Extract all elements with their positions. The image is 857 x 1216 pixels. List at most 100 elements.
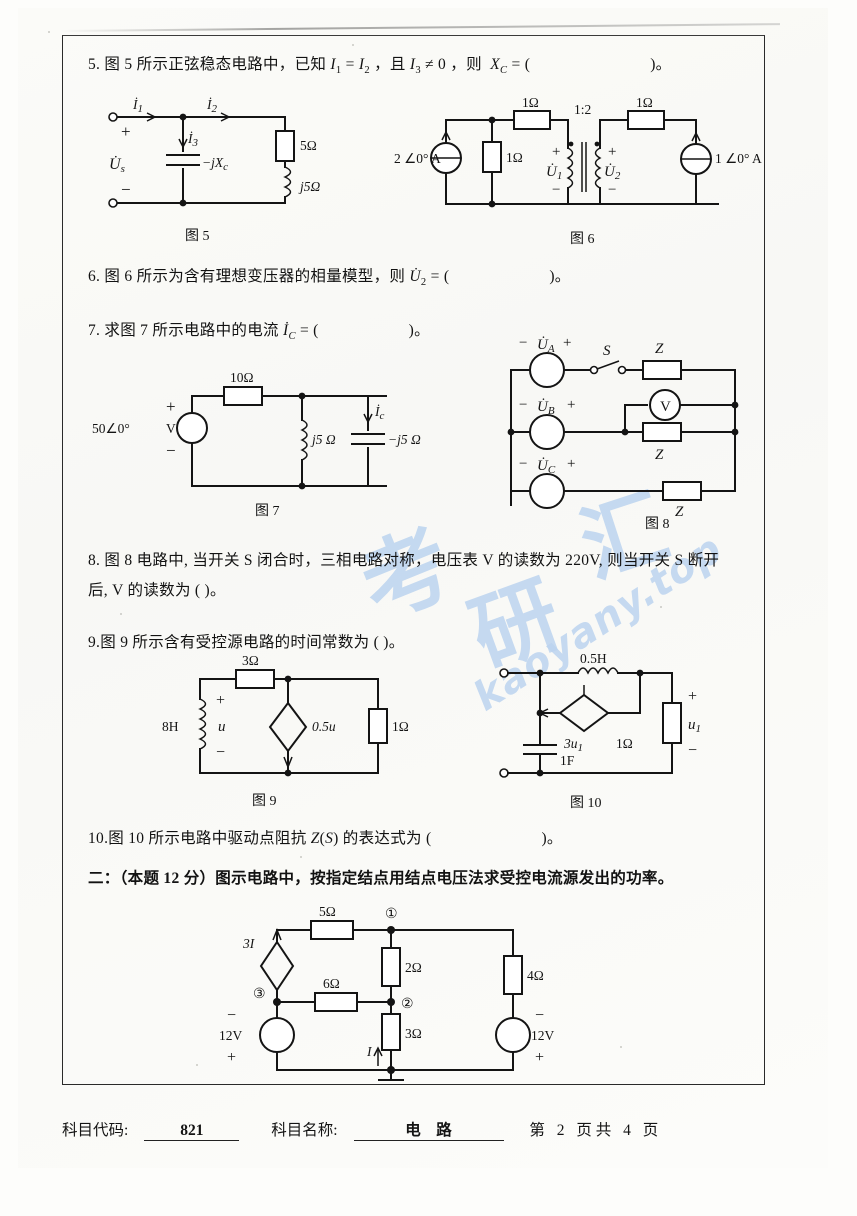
svg-text:−: − [519, 456, 527, 472]
svg-text:−: − [216, 744, 225, 761]
page-prefix: 第 [529, 1122, 545, 1139]
svg-text:+: + [552, 144, 560, 160]
question-7-text: 7. 求图 7 所示电路中的电流 İC = ()。 [88, 322, 430, 343]
figure-10-circuit: 0.5H 1F 3u1 1Ω + u1 − [492, 651, 752, 790]
svg-text:3I: 3I [242, 936, 256, 951]
svg-text:−: − [552, 182, 560, 198]
svg-text:5Ω: 5Ω [319, 904, 336, 919]
figure-5-caption: 图 5 [185, 229, 210, 244]
svg-text:U̇s: U̇s [109, 156, 125, 175]
svg-text:1:2: 1:2 [574, 102, 591, 117]
figure-6-caption: 图 6 [570, 232, 595, 247]
svg-text:u: u [218, 719, 226, 735]
figure-9-caption: 图 9 [252, 794, 277, 809]
question-8-line-2: 后, V 的读数为 ( )。 [88, 582, 226, 599]
svg-text:İ2: İ2 [206, 97, 218, 115]
svg-text:İc: İc [374, 404, 385, 422]
svg-text:İ3: İ3 [187, 131, 199, 149]
svg-text:12V: 12V [219, 1028, 243, 1043]
svg-text:−j5 Ω: −j5 Ω [388, 432, 421, 447]
svg-text:+: + [688, 688, 697, 705]
scan-speck [620, 1046, 622, 1048]
svg-text:②: ② [401, 997, 414, 1012]
svg-text:U̇2: U̇2 [604, 164, 621, 182]
scan-speck [660, 606, 662, 608]
scan-speck [120, 613, 122, 615]
figure-8-caption: 图 8 [645, 517, 670, 532]
svg-text:1Ω: 1Ω [392, 719, 409, 734]
svg-text:3u1: 3u1 [563, 736, 583, 754]
svg-text:8H: 8H [162, 719, 179, 734]
svg-text:+: + [567, 397, 575, 413]
scan-speck [352, 44, 354, 46]
main-circuit-diagram: 5Ω 6Ω 2Ω 3Ω 4Ω 3I ① ② ③ − 12V + − 12V + … [219, 904, 565, 1088]
question-8-line-1: 8. 图 8 电路中, 当开关 S 闭合时，三相电路对称，电压表 V 的读数为 … [88, 552, 720, 569]
svg-text:+: + [166, 397, 176, 416]
subject-code-value: 821 [144, 1122, 240, 1141]
svg-text:①: ① [385, 907, 398, 922]
svg-text:V: V [660, 399, 671, 415]
svg-text:−: − [166, 441, 176, 460]
svg-text:③: ③ [253, 987, 266, 1002]
svg-text:Z: Z [655, 447, 664, 463]
question-5-text: 5. 图 5 所示正弦稳态电路中，已知 I1 = I2 ，且 I3 ≠ 0 ，则… [88, 56, 672, 77]
svg-text:j5 Ω: j5 Ω [310, 432, 336, 447]
page-footer: 科目代码:821 科目名称:电 路 第 2 页 共 4 页 [62, 1118, 802, 1141]
figure-7-circuit: 10Ω 50∠0° V + − j5 Ω −j5 Ω İc [92, 368, 430, 503]
figure-8-circuit: − U̇A + − U̇B + − U̇C + S Z Z Z V [495, 333, 765, 523]
svg-text:+: + [121, 122, 131, 141]
svg-text:S: S [603, 343, 611, 359]
question-10-text: 10.图 10 所示电路中驱动点阻抗 Z(S) 的表达式为 ()。 [88, 830, 563, 847]
svg-text:−: − [121, 180, 131, 199]
svg-text:+: + [535, 1049, 544, 1066]
svg-text:U̇C: U̇C [537, 458, 556, 476]
svg-text:−: − [227, 1007, 236, 1024]
svg-text:0.5H: 0.5H [580, 651, 607, 666]
svg-text:Z: Z [655, 341, 664, 357]
svg-text:2Ω: 2Ω [405, 960, 422, 975]
svg-text:U̇A: U̇A [537, 337, 555, 355]
svg-text:+: + [227, 1049, 236, 1066]
page-border-frame [62, 35, 765, 1085]
svg-text:−: − [688, 742, 697, 759]
svg-text:1F: 1F [560, 753, 575, 768]
subject-name-label: 科目名称: [271, 1122, 338, 1139]
page-suffix: 页 [642, 1122, 659, 1139]
svg-text:1Ω: 1Ω [522, 95, 539, 110]
svg-text:u1: u1 [688, 717, 701, 735]
svg-text:−: − [608, 182, 616, 198]
svg-text:1Ω: 1Ω [616, 736, 633, 751]
svg-text:1Ω: 1Ω [506, 150, 523, 165]
figure-5-circuit: İ1 İ2 İ3 −jXc 5Ω j5Ω + − U̇s [95, 95, 345, 220]
svg-text:+: + [216, 692, 225, 709]
svg-text:4Ω: 4Ω [527, 968, 544, 983]
question-6-text: 6. 图 6 所示为含有理想变压器的相量模型，则 U̇2 = ()。 [88, 268, 571, 289]
page-current: 2 [556, 1122, 565, 1139]
svg-text:−jXc: −jXc [202, 155, 228, 173]
figure-9-circuit: 8H 3Ω + u − 0.5u 1Ω [162, 653, 412, 795]
figure-6-circuit: 2 ∠0° A 1 ∠0° A 1Ω 1Ω 1Ω 1:2 + U̇1 − + U… [394, 95, 762, 225]
svg-text:1 ∠0° A: 1 ∠0° A [715, 151, 762, 166]
svg-text:50∠0°: 50∠0° [92, 421, 130, 436]
svg-text:I: I [366, 1044, 373, 1059]
scan-speck [48, 31, 50, 33]
svg-text:+: + [563, 335, 571, 351]
page-mid: 页 共 [576, 1122, 612, 1139]
svg-text:2 ∠0° A: 2 ∠0° A [394, 151, 441, 166]
figure-7-caption: 图 7 [255, 504, 280, 519]
svg-text:+: + [567, 456, 575, 472]
subject-code-label: 科目代码: [62, 1122, 129, 1139]
scan-speck [300, 856, 302, 858]
svg-text:10Ω: 10Ω [230, 370, 254, 385]
svg-text:−: − [535, 1007, 544, 1024]
svg-text:+: + [608, 144, 616, 160]
svg-text:3Ω: 3Ω [405, 1026, 422, 1041]
paper-background [18, 8, 828, 1168]
page-total: 4 [623, 1122, 631, 1139]
svg-text:U̇B: U̇B [537, 399, 555, 417]
svg-text:3Ω: 3Ω [242, 653, 259, 668]
svg-text:5Ω: 5Ω [300, 138, 317, 153]
svg-text:Z: Z [675, 504, 684, 520]
svg-text:j5Ω: j5Ω [298, 179, 321, 194]
